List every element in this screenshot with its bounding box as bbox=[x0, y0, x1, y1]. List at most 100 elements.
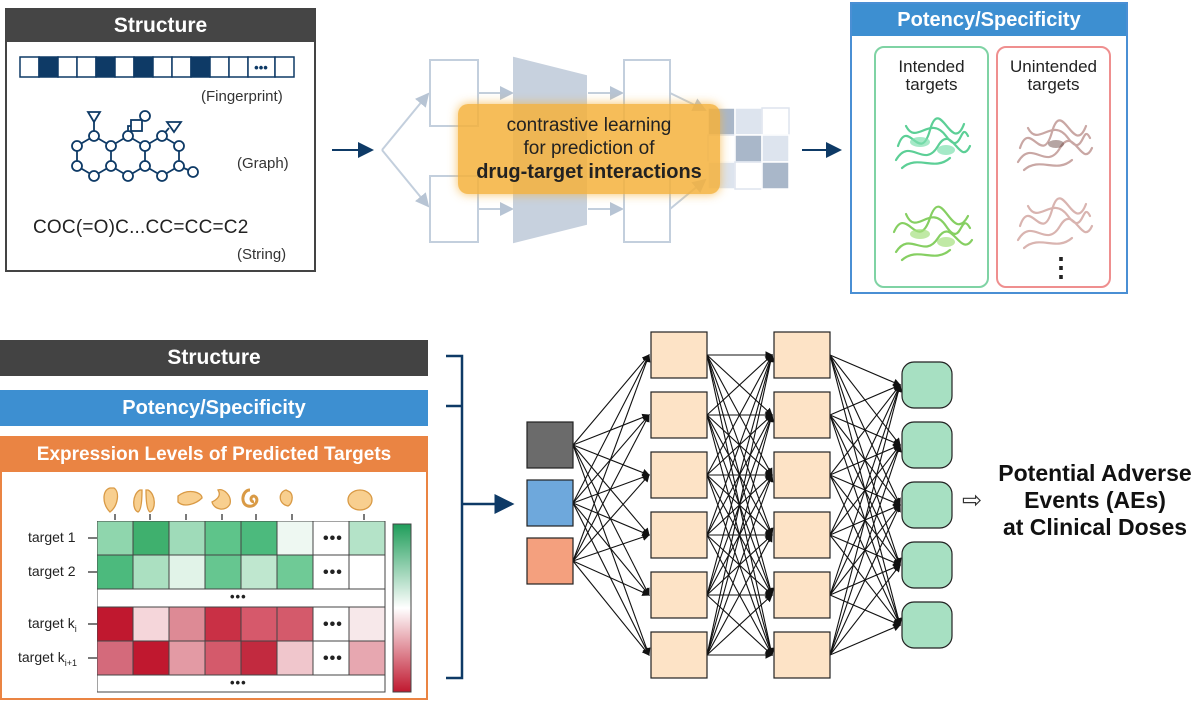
network-edge bbox=[572, 560, 650, 656]
protein-structure-pink-1 bbox=[1016, 119, 1094, 172]
network-edge bbox=[572, 560, 651, 596]
intended-targets-panel: Intended targets bbox=[874, 46, 989, 288]
hidden-layer-2-node-5 bbox=[773, 571, 831, 619]
lungs-icon bbox=[133, 489, 155, 513]
graph-label: (Graph) bbox=[237, 155, 289, 172]
network-edge bbox=[706, 413, 774, 656]
expression-levels-panel: Expression Levels of Predicted Targets bbox=[0, 436, 428, 700]
network-edge bbox=[706, 353, 774, 596]
intestine-icon bbox=[241, 488, 259, 508]
network-edge bbox=[572, 502, 650, 656]
contrastive-learning-label: contrastive learning for prediction of d… bbox=[458, 104, 720, 194]
network-edge bbox=[572, 354, 650, 446]
network-edge bbox=[829, 354, 902, 386]
expression-heatmap bbox=[97, 521, 386, 693]
input-bracket bbox=[446, 354, 464, 680]
network-edge bbox=[572, 353, 651, 562]
fingerprint-label: (Fingerprint) bbox=[201, 88, 283, 105]
network-edge bbox=[829, 443, 902, 656]
fingerprint-dots: ••• bbox=[254, 60, 268, 75]
hidden-layer-1-node-6 bbox=[650, 631, 708, 679]
column-ellipsis-2: ••• bbox=[323, 564, 343, 581]
network-edge bbox=[572, 354, 650, 504]
network-edge bbox=[829, 504, 901, 656]
outcome-line-3: at Clinical Doses bbox=[1002, 514, 1188, 540]
input-node-3 bbox=[526, 537, 574, 585]
network-edge bbox=[572, 444, 650, 536]
output-node-4 bbox=[901, 541, 953, 589]
protein-structure-pink-2 bbox=[1016, 197, 1094, 250]
network-edge bbox=[829, 624, 902, 656]
network-edge bbox=[829, 564, 901, 656]
hidden-layer-2-node-1 bbox=[773, 331, 831, 379]
network-edge bbox=[572, 444, 650, 596]
hidden-layer-1-node-3 bbox=[650, 451, 708, 499]
string-label: (String) bbox=[237, 246, 287, 263]
unintended-targets-panel: Unintended targets ⋮ bbox=[996, 46, 1111, 288]
row-label-target-ki1: target ki+1 bbox=[18, 649, 77, 668]
output-node-1 bbox=[901, 361, 953, 409]
network-edge bbox=[706, 353, 775, 656]
row-label-target-2: target 2 bbox=[28, 563, 76, 579]
outcome-line-1: Potential Adverse bbox=[998, 460, 1192, 486]
intended-targets-label: Intended targets bbox=[898, 57, 965, 94]
network-edge bbox=[572, 444, 651, 477]
row-label-target-ki: target ki bbox=[28, 615, 77, 634]
potency-title: Potency/Specificity bbox=[852, 4, 1126, 36]
network-edge bbox=[572, 444, 651, 657]
fingerprint-bitvector: ••• bbox=[19, 56, 295, 78]
network-edge bbox=[706, 594, 773, 656]
column-ellipsis-3: ••• bbox=[323, 616, 343, 633]
potency-feature-bar: Potency/Specificity bbox=[0, 390, 428, 426]
structure-feature-bar: Structure bbox=[0, 340, 428, 376]
structure-title: Structure bbox=[7, 10, 314, 42]
structure-panel: Structure ••• (Fingerprint) bbox=[5, 8, 316, 272]
stomach-icon bbox=[211, 489, 231, 510]
contrastive-line-3: drug-target interactions bbox=[476, 160, 702, 183]
similarity-matrix bbox=[707, 107, 790, 190]
adverse-events-outcome: Potential Adverse Events (AEs) at Clinic… bbox=[990, 460, 1200, 541]
hidden-layer-2-node-2 bbox=[773, 391, 831, 439]
more-targets-ellipsis: ⋮ bbox=[1048, 252, 1074, 282]
network-edge bbox=[572, 474, 650, 562]
column-ellipsis-1: ••• bbox=[323, 530, 343, 547]
network-edge bbox=[572, 533, 651, 562]
network-edge bbox=[572, 502, 651, 536]
contrastive-line-1: contrastive learning bbox=[506, 114, 672, 136]
liver-icon bbox=[177, 490, 203, 506]
output-node-3 bbox=[901, 481, 953, 529]
network-connections bbox=[572, 351, 903, 659]
network-edge bbox=[829, 384, 902, 416]
network-edge bbox=[829, 384, 901, 536]
hidden-layer-2-node-6 bbox=[773, 631, 831, 679]
brain-icon bbox=[347, 489, 373, 511]
heart-icon bbox=[103, 487, 119, 513]
protein-structure-green-2 bbox=[892, 205, 974, 262]
smiles-string: COC(=O)C...CC=CC=C2 bbox=[33, 217, 249, 238]
neural-network bbox=[526, 331, 953, 679]
output-node-2 bbox=[901, 421, 953, 469]
network-edge bbox=[829, 383, 902, 596]
output-node-5 bbox=[901, 601, 953, 649]
unintended-targets-label: Unintended targets bbox=[1010, 57, 1097, 94]
expression-color-scale bbox=[392, 523, 412, 693]
row-ellipsis-2: ••• bbox=[230, 675, 247, 690]
hidden-layer-1-node-4 bbox=[650, 511, 708, 559]
hidden-layer-1-node-5 bbox=[650, 571, 708, 619]
network-edge bbox=[572, 414, 650, 562]
kidney-icon bbox=[279, 489, 293, 507]
network-edge bbox=[706, 354, 773, 476]
implies-arrow-icon: ⇨ bbox=[962, 487, 983, 514]
row-label-target-1: target 1 bbox=[28, 529, 76, 545]
hidden-layer-1-node-1 bbox=[650, 331, 708, 379]
network-edge bbox=[829, 383, 903, 656]
hidden-layer-2-node-3 bbox=[773, 451, 831, 499]
row-ticks bbox=[88, 537, 97, 659]
expression-title: Expression Levels of Predicted Targets bbox=[2, 438, 426, 472]
organ-icons bbox=[103, 487, 373, 520]
network-edge bbox=[706, 353, 774, 536]
network-edge bbox=[572, 502, 650, 596]
network-edge bbox=[706, 534, 773, 656]
potency-specificity-panel: Potency/Specificity Intended targets Uni… bbox=[850, 2, 1128, 294]
protein-structure-green-1 bbox=[894, 117, 972, 170]
